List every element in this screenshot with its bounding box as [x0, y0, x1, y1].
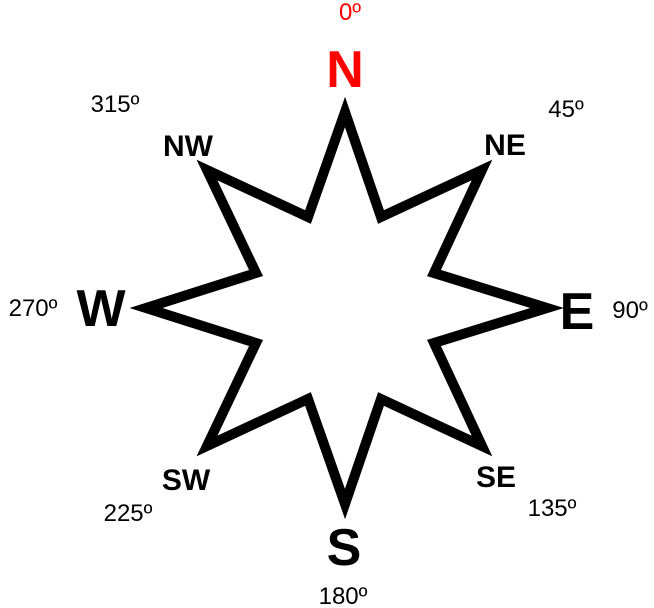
degree-southwest: 225º — [104, 500, 153, 527]
degree-west: 270º — [9, 295, 58, 322]
degree-northeast: 45º — [548, 96, 584, 123]
direction-southwest: SW — [162, 464, 211, 497]
direction-northeast: NE — [484, 129, 526, 162]
degree-northwest: 315º — [91, 91, 140, 118]
direction-east: E — [560, 283, 595, 341]
degree-southeast: 135º — [528, 495, 577, 522]
direction-north: N — [326, 41, 364, 99]
direction-west: W — [76, 280, 126, 338]
degree-south: 180º — [319, 583, 368, 608]
direction-south: S — [327, 519, 362, 577]
direction-northwest: NW — [163, 130, 214, 163]
degree-north: 0º — [339, 0, 361, 26]
degree-east: 90º — [612, 297, 648, 324]
compass-star — [129, 96, 564, 520]
direction-southeast: SE — [476, 461, 516, 494]
